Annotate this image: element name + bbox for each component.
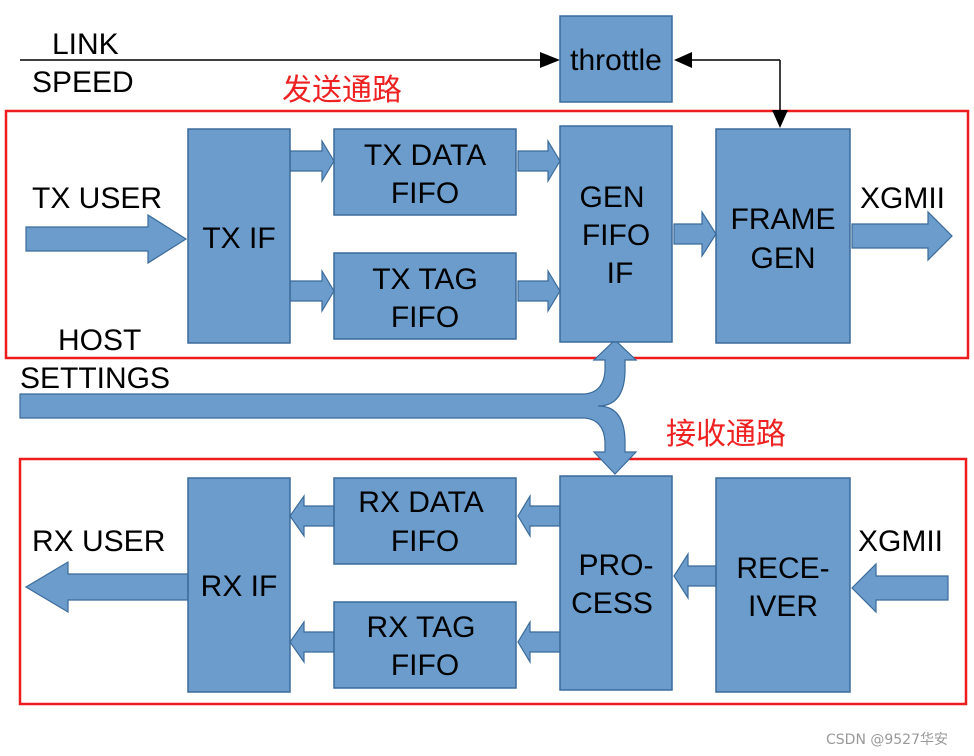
rx-if-block [187,477,291,693]
rx-tag-to-if-arrow [289,620,335,664]
gen-to-frame-arrow [673,209,717,259]
tx-tag-fifo-label-1: TX TAG [372,263,478,296]
link-speed-arrowhead [540,52,560,68]
frame-gen-block [715,128,851,344]
tx-data-fifo-block [333,128,517,216]
tx-data-fifo-label-1: TX DATA [364,139,486,172]
gen-fifo-if-label-3: IF [607,257,634,290]
tx-if-to-data-arrow [289,138,335,184]
tx-user-label: TX USER [32,182,162,215]
tx-user-arrow [25,213,188,265]
tx-if-to-tag-arrow [289,268,335,314]
rx-data-fifo-block [333,477,517,565]
rx-tag-fifo-label-1: RX TAG [367,611,476,644]
host-settings-label-2: SETTINGS [20,362,170,395]
receiver-label-1: RECE- [736,552,829,585]
frame-gen-label-1: FRAME [731,203,836,236]
rx-user-label: RX USER [32,525,165,558]
gen-fifo-if-label-1: GEN [579,181,644,214]
rx-user-arrow [24,560,189,614]
throttle-label: throttle [570,44,662,77]
process-to-rx-tag-arrow [517,619,561,665]
rx-data-fifo-label-1: RX DATA [358,486,484,519]
receiver-to-process-arrow [673,551,717,601]
rx-data-to-if-arrow [289,494,335,538]
tx-tag-fifo-block [333,252,517,340]
rx-if-label: RX IF [201,570,278,603]
tx-data-to-gen-arrow [517,138,561,184]
gen-fifo-if-block [559,125,673,343]
host-settings-bus [19,339,638,475]
xgmii-out-arrow [851,210,953,262]
rx-tag-fifo-block [333,601,517,689]
rx-tag-fifo-label-2: FIFO [391,649,459,682]
frame-gen-arrowhead [772,110,788,128]
process-label-1: PRO- [579,549,654,582]
throttle-block [559,15,673,103]
tx-path-label: 发送通路 [282,73,402,108]
tx-if-block [187,128,291,344]
watermark: CSDN @9527华安 [826,732,948,748]
frame-gen-label-2: GEN [750,242,815,275]
receiver-block [715,477,851,693]
receiver-label-2: IVER [748,590,818,623]
tx-if-label: TX IF [202,222,275,255]
link-speed-label-2: SPEED [32,66,134,99]
xgmii-out-label: XGMII [860,182,945,215]
tx-data-fifo-label-2: FIFO [391,177,459,210]
link-speed-label-1: LINK [52,28,119,61]
rx-path-frame [18,457,968,706]
gen-fifo-if-label-2: FIFO [582,219,650,252]
rx-data-fifo-label-2: FIFO [391,525,459,558]
throttle-left-arrowhead [674,52,692,68]
tx-tag-fifo-label-2: FIFO [391,301,459,334]
tx-tag-to-gen-arrow [517,268,561,314]
rx-path-label: 接收通路 [666,417,786,452]
process-to-rx-data-arrow [517,493,561,539]
xgmii-in-arrow [851,562,949,614]
host-settings-label-1: HOST [58,324,141,357]
process-label-2: CESS [571,587,653,620]
process-block [559,475,673,691]
xgmii-in-label: XGMII [858,525,943,558]
tx-path-frame [4,109,970,360]
